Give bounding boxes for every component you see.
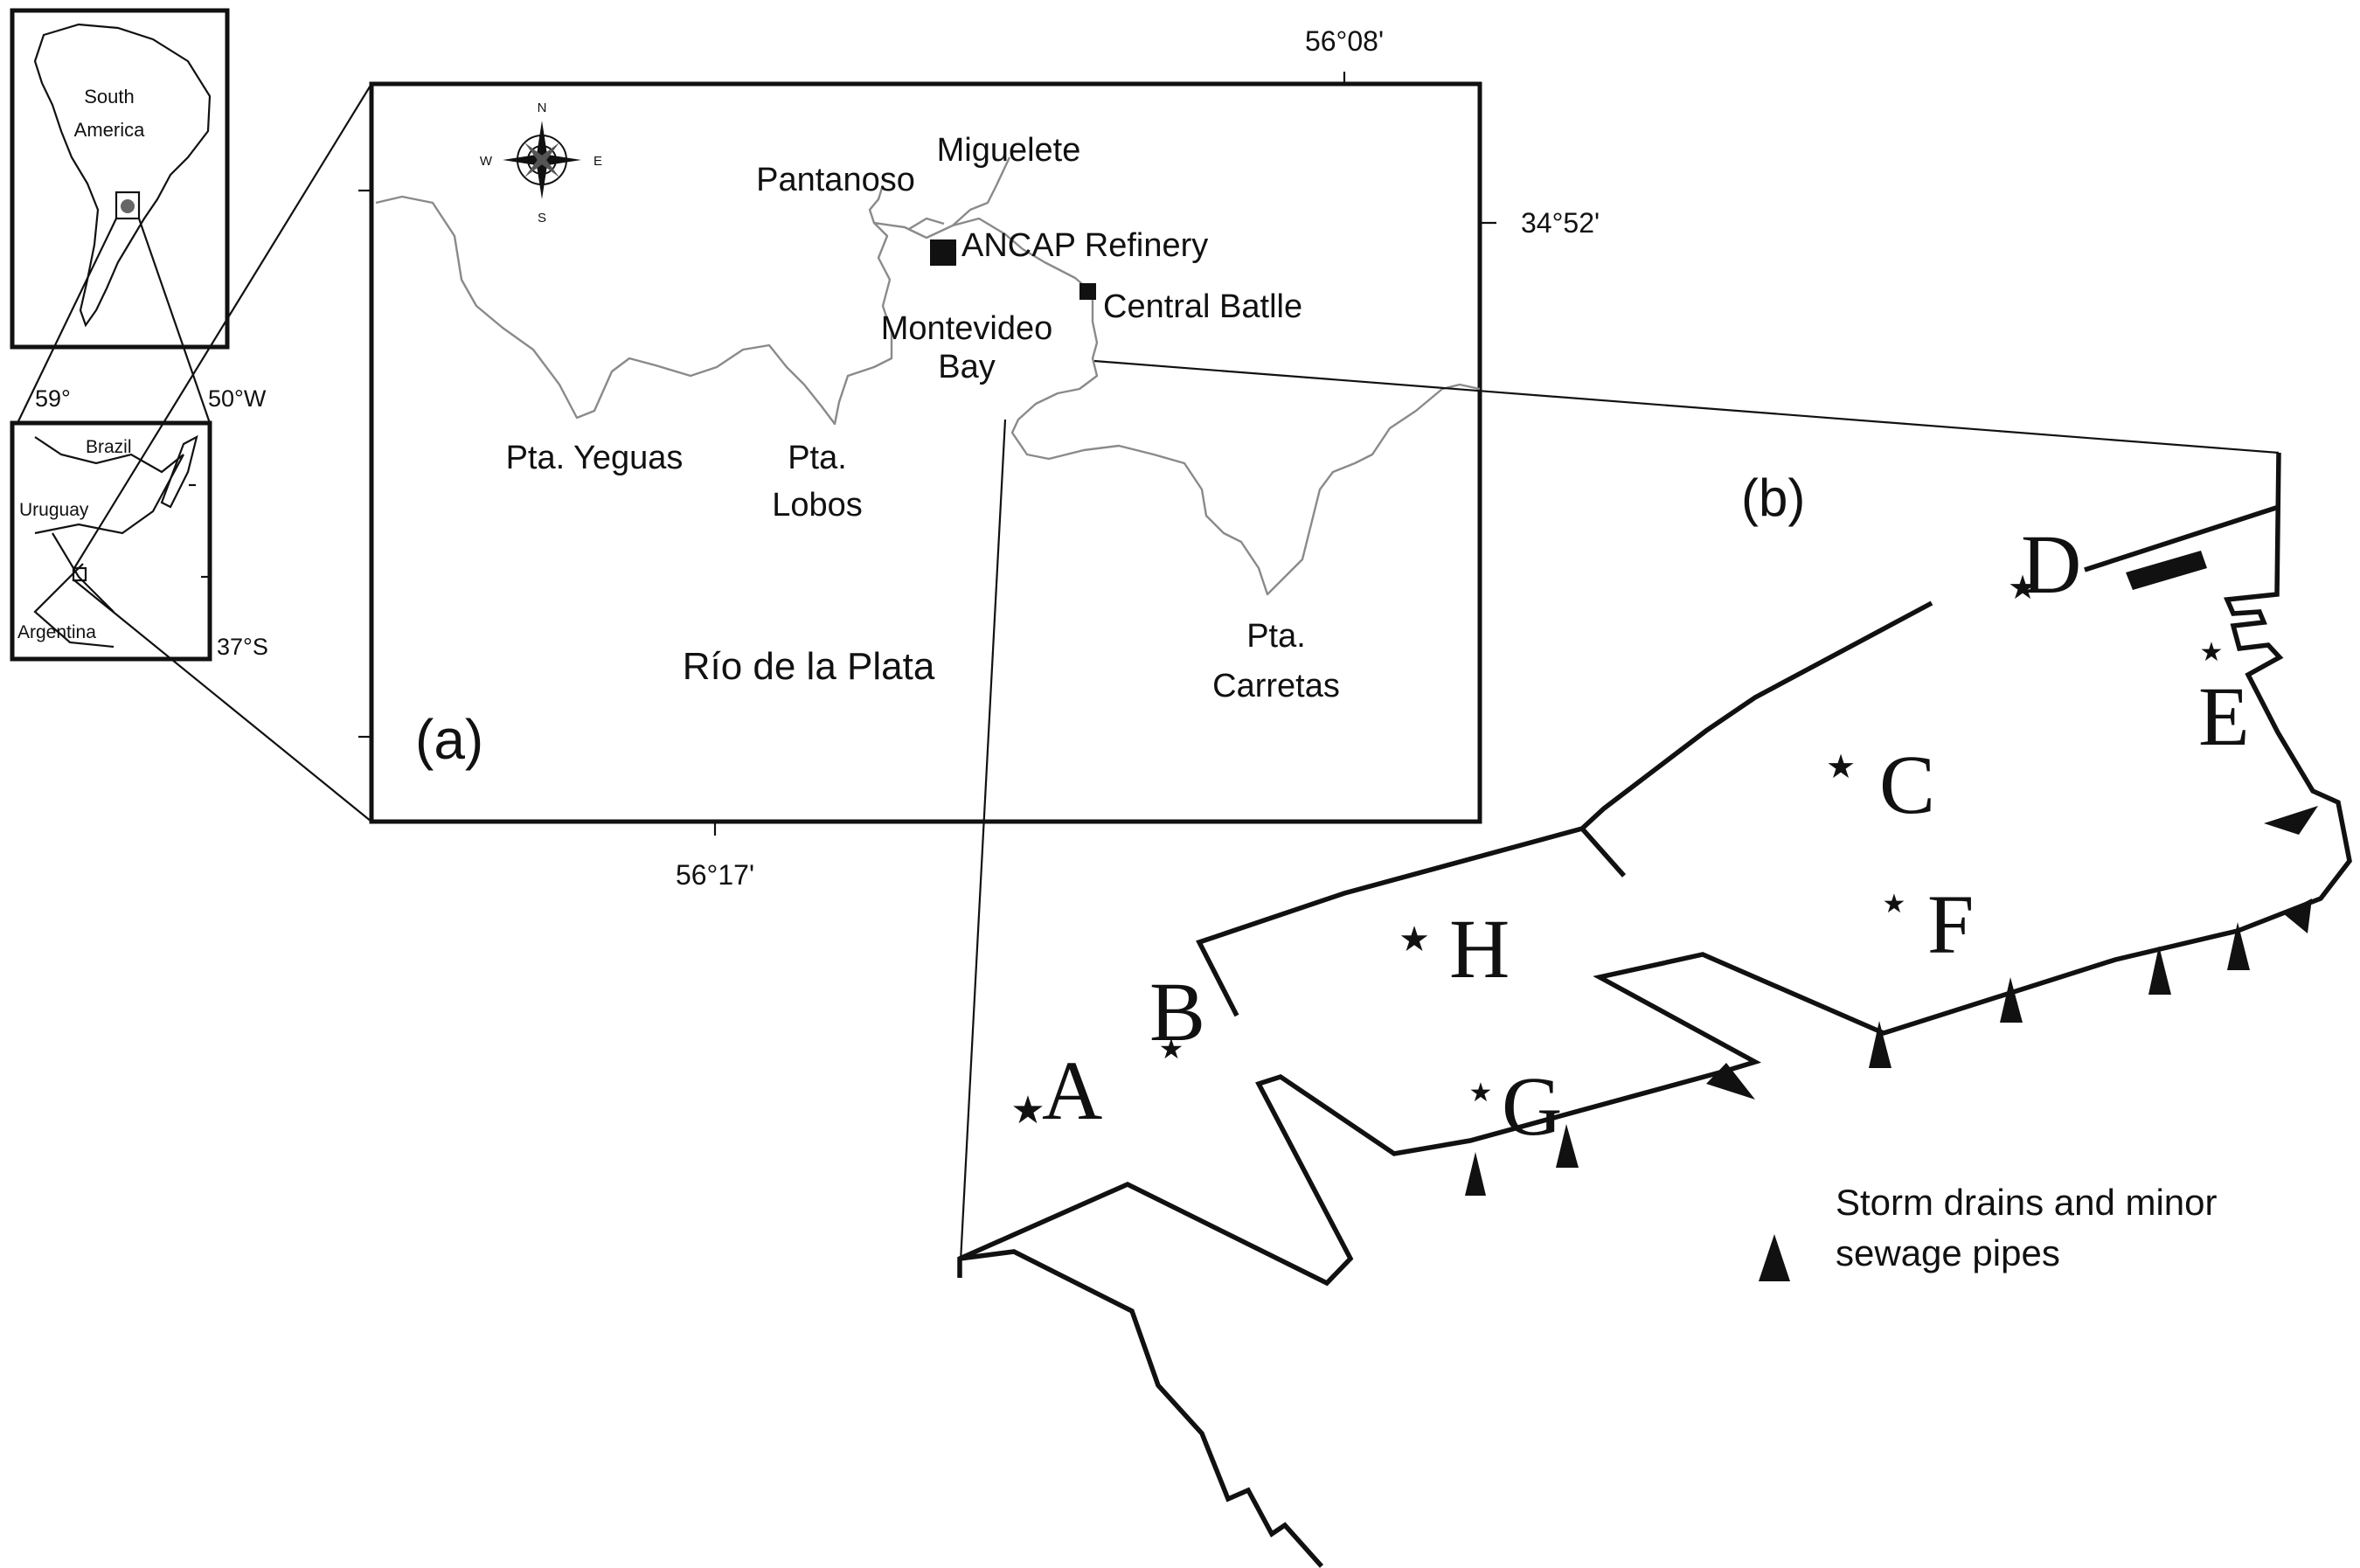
label-montevideo-bay-line1: Montevideo [881,310,1052,347]
triangle-drain-icon [1759,1234,1790,1281]
drain-marker-icon [2264,806,2318,835]
drain-marker-icon [2283,898,2312,933]
longitude-label-50w: 50°W [208,385,267,412]
connector-line [73,83,372,569]
drain-markers [1465,806,2318,1196]
panel-b-label: (b) [1741,468,1805,527]
label-refinery: ANCAP Refinery [961,227,1208,264]
drain-marker-icon [2227,922,2250,970]
pier-d-block [2126,551,2207,590]
label-pta-lobos-line2: Lobos [772,487,863,524]
station-label-b: B [1149,965,1205,1058]
station-a-star-icon: ★ [1010,1089,1045,1132]
inset-overview-locator-box [115,191,141,220]
country-label-argentina: Argentina [17,622,96,642]
legend-text-line1: Storm drains and minor [1836,1182,2218,1223]
compass-n: N [538,101,547,115]
compass-e: E [593,154,602,169]
continent-label-line2: America [74,119,145,141]
panel-a-frame [369,81,1482,824]
connector-line [137,218,212,424]
drain-marker-icon [1556,1124,1579,1168]
compass-s: S [538,211,546,225]
panel-b: (b) ★ ★ ★ ★ ★ ★ ★ ★ [957,452,2352,1568]
station-g-star-icon: ★ [1469,1079,1493,1107]
label-central-batlle: Central Batlle [1103,288,1302,325]
panel-a: N S E W Miguelete Pantanoso ANCAP Refine… [358,72,1496,836]
station-e-star-icon: ★ [2200,638,2224,667]
station-b-star-icon: ★ [1159,1033,1184,1065]
station-h-star-icon: ★ [1399,920,1430,959]
inset-overview-frame [10,8,230,350]
inset-region-locator-box [72,566,87,582]
station-markers: ★ ★ ★ ★ ★ ★ ★ ★ [1010,570,2223,1132]
station-label-c: C [1879,738,1935,831]
drain-marker-icon [2000,977,2023,1023]
inset-overview-locator-dot [121,199,135,213]
station-c-star-icon: ★ [1826,749,1856,786]
lagoon-shape [160,434,198,509]
label-pta-yeguas: Pta. Yeguas [506,440,684,476]
panel-a-label: (a) [415,708,483,771]
power-plant-marker-icon [1079,283,1096,300]
bay-inlet [908,217,945,231]
connector-line [17,218,117,424]
coastline [375,195,1481,596]
station-label-a: A [1042,1044,1102,1137]
country-label-uruguay: Uruguay [19,500,89,520]
compass-w: W [480,154,493,169]
label-miguelete: Miguelete [937,132,1081,169]
pantanoso-river [868,184,885,224]
latitude-label-34-52: 34°52' [1521,207,1600,239]
country-border [33,436,184,649]
miguelete-river [952,156,1011,226]
pier-d-arm [2084,504,2280,572]
label-pantanoso: Pantanoso [756,162,915,198]
station-label-g: G [1502,1059,1562,1153]
longitude-label-56-08: 56°08' [1305,25,1384,57]
station-label-e: E [2198,670,2250,763]
zoom-connector-line [1093,359,2280,454]
zoom-connector-line [958,419,1007,1279]
longitude-label-56-17: 56°17' [676,859,754,891]
label-pta-carretas-line2: Carretas [1212,668,1340,704]
south-america-outline [33,23,212,328]
inset-region: Brazil Uruguay Argentina 59° 50°W 37°S [10,385,268,662]
country-label-brazil: Brazil [86,437,132,457]
label-pta-lobos-line1: Pta. [788,440,847,476]
station-d-star-icon: ★ [2008,570,2037,607]
drain-marker-icon [2148,946,2171,995]
station-label-d: D [2021,517,2081,611]
label-rio-de-la-plata: Río de la Plata [683,645,935,688]
drain-marker-icon [1869,1021,1891,1068]
connector-line [73,579,372,822]
legend-text-line2: sewage pipes [1836,1232,2060,1273]
refinery-marker-icon [930,239,956,266]
drain-marker-icon [1706,1063,1755,1100]
label-montevideo-bay-line2: Bay [938,349,995,385]
latitude-label-37s: 37°S [217,634,268,660]
harbour-outline [957,452,2352,1287]
station-label-h: H [1449,902,1510,996]
pier-spur [1579,827,1627,878]
label-pta-carretas-line1: Pta. [1246,618,1306,655]
station-f-star-icon: ★ [1883,890,1906,919]
breakwater-lower [959,1249,1324,1568]
station-label-f: F [1927,878,1974,971]
compass-rose-icon [503,121,581,199]
legend: Storm drains and minor sewage pipes [1759,1182,2218,1281]
pier-north [1196,600,1933,1017]
drain-marker-icon [1465,1152,1486,1196]
longitude-label-59: 59° [35,385,71,412]
continent-label-line1: South [84,86,135,108]
inset-overview: South America [10,8,230,350]
